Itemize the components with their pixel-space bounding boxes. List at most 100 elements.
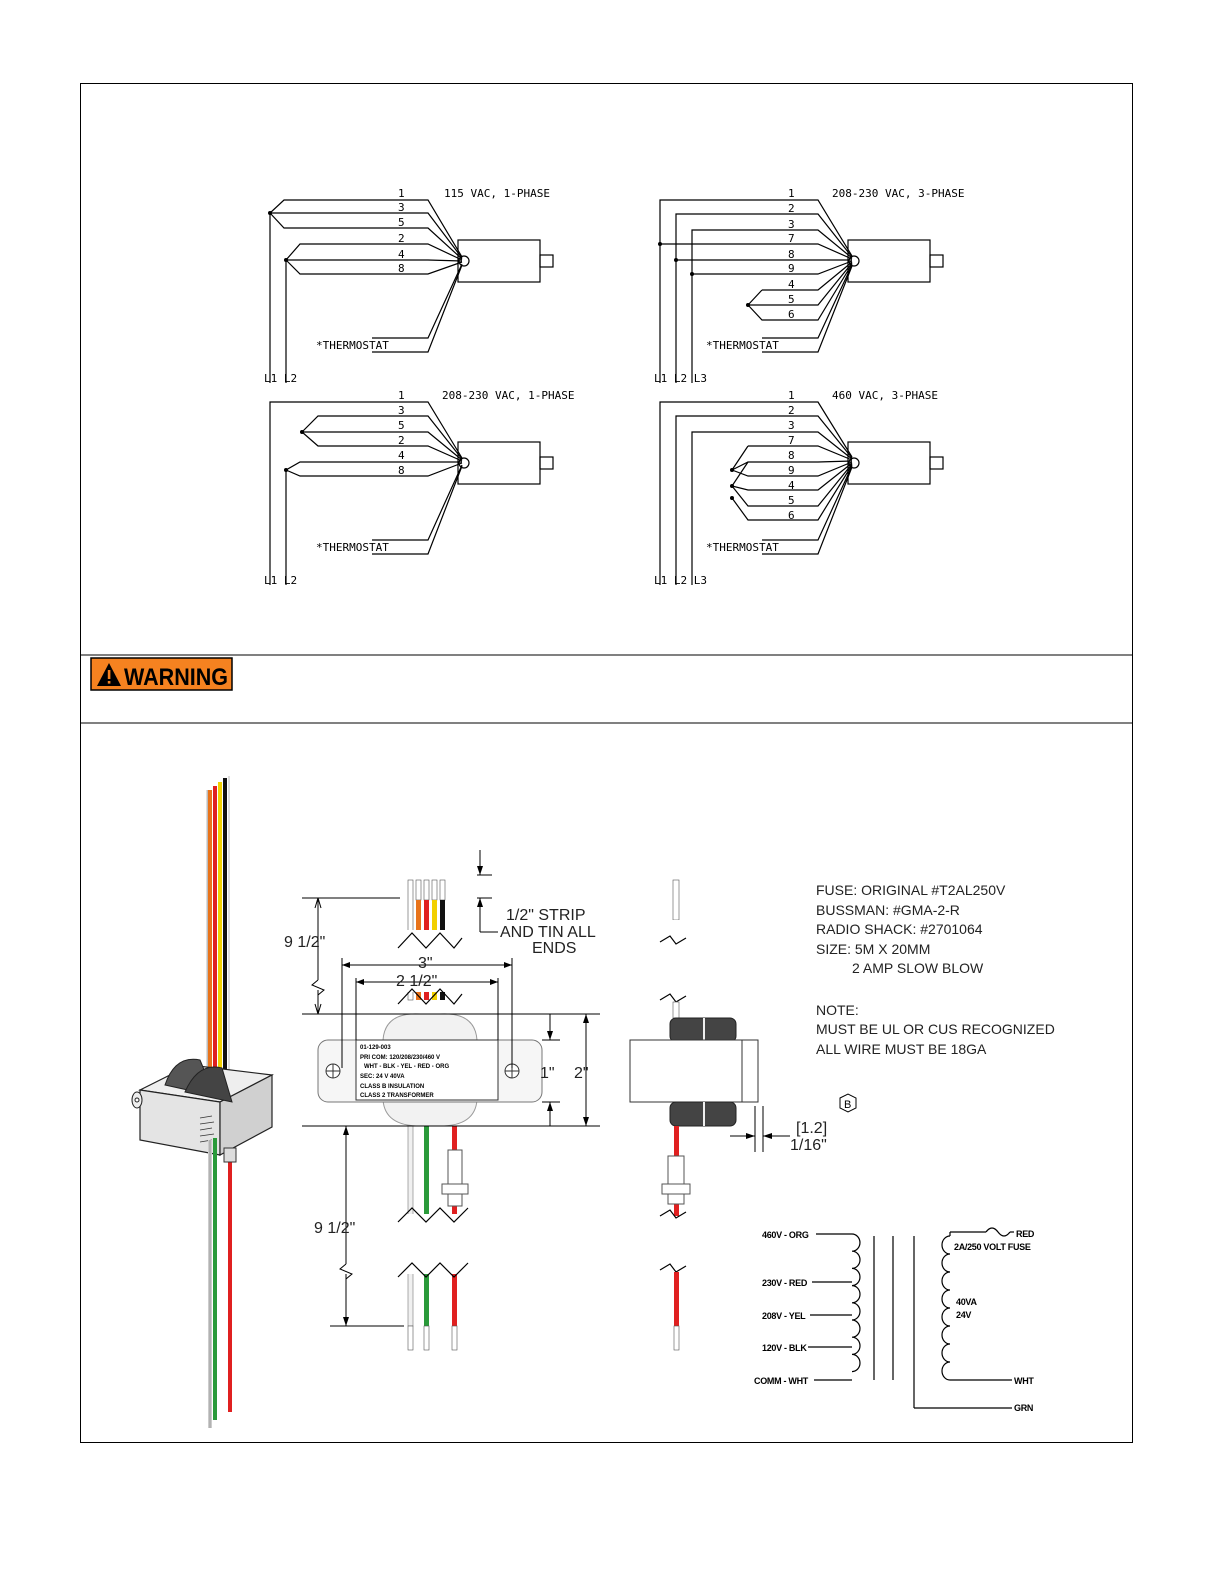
- wire-num: 8: [788, 248, 795, 261]
- bottom-leads: [397, 1125, 469, 1351]
- diagram-title: 208-230 VAC, 3-PHASE: [832, 187, 964, 200]
- transformer-label-line: PRI COM: 120/208/230/460 V: [360, 1055, 440, 1061]
- thermostat-label: *THERMOSTAT: [316, 541, 389, 554]
- terminal-box: [848, 255, 860, 267]
- rating-label: 24V: [956, 1310, 971, 1320]
- wiring-diagram-460vac-3phase: 460 VAC, 3-PHASE 1 2 3 7 8 9 4 5 6 *THER…: [654, 389, 944, 587]
- note-line: ALL WIRE MUST BE 18GA: [816, 1041, 987, 1057]
- transformer-label-line: CLASS 2 TRANSFORMER: [360, 1093, 434, 1099]
- wire-num: 1: [788, 389, 795, 402]
- diagram-title: 208-230 VAC, 1-PHASE: [442, 389, 574, 402]
- motor-shaft: [929, 254, 944, 268]
- transformer-label-line: WHT - BLK - YEL - RED - ORG: [364, 1064, 449, 1070]
- wire-num: 1: [398, 389, 405, 402]
- wire-num: 1: [788, 187, 795, 200]
- wire-num: 7: [788, 232, 795, 245]
- strip-note-line: AND TIN ALL: [500, 924, 596, 941]
- warning-text: WARNING: [124, 664, 228, 691]
- wire-num: 3: [398, 404, 405, 417]
- primary-tap-label: 208V - YEL: [762, 1311, 806, 1321]
- motor-body: [457, 239, 541, 283]
- note-line: RADIO SHACK: #2701064: [816, 921, 983, 937]
- note-line: NOTE:: [816, 1002, 859, 1018]
- dim-thickness: 1/16": [790, 1137, 827, 1154]
- wire-num: 4: [398, 248, 405, 261]
- terminal-box: [458, 457, 470, 469]
- wire-num: 3: [398, 201, 405, 214]
- primary-tap-label: 230V - RED: [762, 1278, 808, 1288]
- motor-shaft: [539, 456, 554, 470]
- secondary-red-label: RED: [1016, 1229, 1035, 1239]
- dim-width-inner: 2 1/2": [396, 973, 437, 990]
- wire-num: 1: [398, 187, 405, 200]
- line-labels: L1 L2: [264, 372, 297, 385]
- motor-body: [847, 239, 931, 283]
- note-line: FUSE: ORIGINAL #T2AL250V: [816, 882, 1006, 898]
- wire-num: 5: [788, 293, 795, 306]
- transformer-side-view: [1.2] 1/16" B: [629, 879, 857, 1351]
- wire-num: 2: [788, 202, 795, 215]
- wiring-diagram-208-230vac-3phase: 208-230 VAC, 3-PHASE 1 2 3 7 8 9 4 5 6 *…: [654, 187, 964, 385]
- strip-note-line: 1/2" STRIP: [506, 907, 585, 924]
- rating-label: 40VA: [956, 1297, 977, 1307]
- line-labels: L1 L2 L3: [654, 574, 707, 587]
- wire-num: 6: [788, 509, 795, 522]
- note-line: 2 AMP SLOW BLOW: [852, 960, 984, 976]
- wire-num: 2: [788, 404, 795, 417]
- wire-num: 8: [398, 262, 405, 275]
- warning-label: WARNING: [90, 657, 233, 691]
- motor-shaft: [539, 254, 554, 268]
- warning-triangle-icon: [97, 663, 121, 686]
- fuse-label: 2A/250 VOLT FUSE: [954, 1242, 1031, 1252]
- note-line: MUST BE UL OR CUS RECOGNIZED: [816, 1021, 1055, 1037]
- thermostat-label: *THERMOSTAT: [706, 541, 779, 554]
- note-line: BUSSMAN: #GMA-2-R: [816, 902, 960, 918]
- transformer-label-line: 01-129-003: [360, 1045, 391, 1051]
- wire-num: 6: [788, 308, 795, 321]
- secondary-wht-label: WHT: [1014, 1376, 1034, 1386]
- strip-note-line: ENDS: [532, 940, 576, 957]
- wire-num: 8: [398, 464, 405, 477]
- dim-height-outer: 2": [574, 1065, 589, 1082]
- wire-num: 5: [398, 216, 405, 229]
- wire-num: 5: [398, 419, 405, 432]
- note-line: SIZE: 5M X 20MM: [816, 941, 930, 957]
- ground-label: GRN: [1014, 1403, 1033, 1413]
- diagram-title: 460 VAC, 3-PHASE: [832, 389, 938, 402]
- primary-tap-label: 460V - ORG: [762, 1230, 809, 1240]
- wire-num: 2: [398, 232, 405, 245]
- dim-lead-top: 9 1/2": [284, 934, 325, 951]
- wire-num: 4: [398, 449, 405, 462]
- motor-shaft: [929, 456, 944, 470]
- wiring-diagram-208-230vac-1phase: 208-230 VAC, 1-PHASE 1 3 5 2 4 8 *THERMO…: [264, 389, 574, 587]
- dim-width-outer: 3": [418, 955, 433, 972]
- dim-thickness-mm: [1.2]: [796, 1120, 827, 1137]
- thermostat-label: *THERMOSTAT: [316, 339, 389, 352]
- transformer-isometric-view: [131, 776, 274, 1428]
- top-leads: [397, 879, 463, 1005]
- wire-num: 4: [788, 278, 795, 291]
- wire-num: 9: [788, 464, 795, 477]
- thermostat-label: *THERMOSTAT: [706, 339, 779, 352]
- transformer-schematic: 460V - ORG 230V - RED 208V - YEL 120V - …: [754, 1227, 1035, 1413]
- transformer-label-line: SEC: 24 V 40VA: [360, 1074, 405, 1080]
- revision-marker: B: [844, 1099, 851, 1111]
- wire-num: 2: [398, 434, 405, 447]
- wire-num: 4: [788, 479, 795, 492]
- wire-num: 3: [788, 218, 795, 231]
- fuse-notes: FUSE: ORIGINAL #T2AL250V BUSSMAN: #GMA-2…: [816, 882, 1055, 1057]
- page-border: [80, 83, 1133, 1443]
- transformer-front-view: 01-129-003 PRI COM: 120/208/230/460 V WH…: [284, 850, 600, 1351]
- transformer-label-line: CLASS B INSULATION: [360, 1084, 424, 1090]
- wire-num: 3: [788, 419, 795, 432]
- wire-num: 9: [788, 262, 795, 275]
- line-labels: L1 L2 L3: [654, 372, 707, 385]
- line-labels: L1 L2: [264, 574, 297, 587]
- motor-body: [847, 441, 931, 485]
- wire-num: 5: [788, 494, 795, 507]
- wire-num: 7: [788, 434, 795, 447]
- diagram-title: 115 VAC, 1-PHASE: [444, 187, 550, 200]
- primary-tap-label: COMM - WHT: [754, 1376, 809, 1386]
- wire-num: 8: [788, 449, 795, 462]
